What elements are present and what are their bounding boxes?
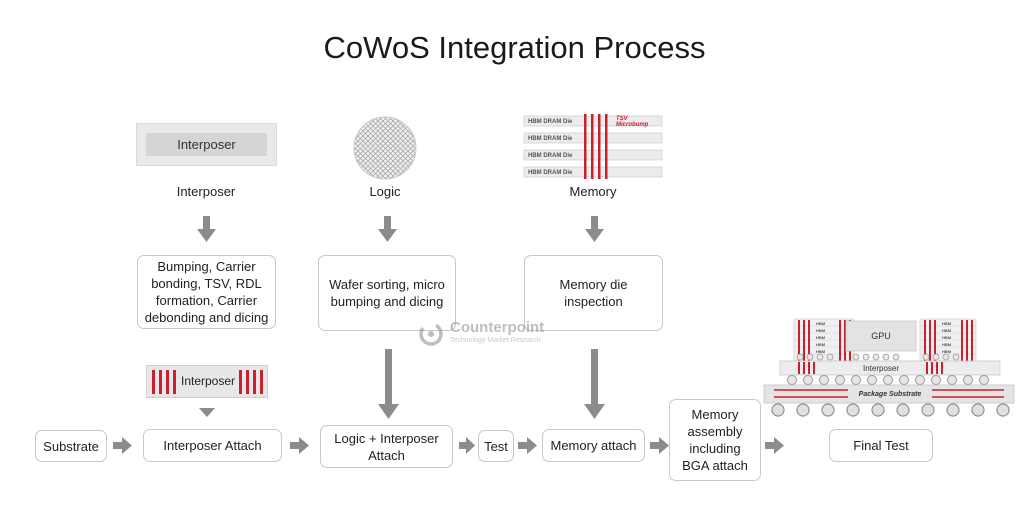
microbump-callout: Microbump bbox=[616, 122, 649, 128]
right-arrow-5 bbox=[650, 437, 669, 454]
svg-text:HBM: HBM bbox=[816, 349, 826, 354]
memory-attach-box: Memory attach bbox=[542, 429, 645, 462]
interposer-input-label: Interposer bbox=[176, 184, 236, 199]
right-arrow-6 bbox=[765, 437, 784, 454]
package-substrate: Package Substrate bbox=[763, 384, 1015, 404]
watermark-name: Counterpoint bbox=[450, 319, 545, 336]
micro-bumps bbox=[796, 353, 960, 361]
interposer-chip-inner: Interposer bbox=[146, 133, 267, 156]
substrate-box: Substrate bbox=[35, 430, 107, 462]
logic-input-label: Logic bbox=[369, 184, 401, 199]
svg-text:HBM DRAM Die: HBM DRAM Die bbox=[528, 119, 573, 125]
right-arrow-4 bbox=[518, 437, 537, 454]
long-arrow-logic bbox=[378, 349, 399, 419]
svg-text:HBM: HBM bbox=[942, 349, 952, 354]
down-arrow-memory bbox=[585, 216, 604, 242]
memory-process-text: Memory die inspection bbox=[559, 277, 628, 309]
logic-wafer-graphic bbox=[353, 116, 417, 180]
package-interposer: Interposer bbox=[779, 360, 1001, 376]
memory-assembly-box: Memory assembly including BGA attach bbox=[669, 399, 761, 481]
gpu-die: GPU bbox=[845, 320, 917, 352]
interposer-chip-text: Interposer bbox=[177, 137, 236, 152]
svg-text:HBM: HBM bbox=[942, 328, 952, 333]
final-test-box: Final Test bbox=[829, 429, 933, 462]
svg-text:HBM DRAM Die: HBM DRAM Die bbox=[528, 170, 573, 176]
down-arrow-interposer bbox=[197, 216, 216, 242]
package-graphic: HBM HBM HBM HBM HBM GPU HBM HBM HBM HBM … bbox=[763, 318, 1015, 417]
svg-text:HBM: HBM bbox=[816, 328, 826, 333]
bga-balls bbox=[771, 403, 1010, 417]
svg-text:GPU: GPU bbox=[871, 331, 891, 341]
interposer-attach-box: Interposer Attach bbox=[143, 429, 282, 462]
right-arrow-3 bbox=[459, 437, 475, 454]
hbm-stack-right: HBM HBM HBM HBM HBM bbox=[919, 318, 977, 362]
logic-interposer-attach-box: Logic + Interposer Attach bbox=[320, 425, 453, 468]
hbm-stack-left: HBM HBM HBM HBM HBM bbox=[793, 318, 855, 362]
svg-text:HBM DRAM Die: HBM DRAM Die bbox=[528, 153, 573, 159]
watermark-tagline: Technology Market Research bbox=[450, 337, 541, 344]
memory-stack-graphic: HBM DRAM Die HBM DRAM Die HBM DRAM Die H… bbox=[523, 114, 663, 179]
svg-text:HBM: HBM bbox=[942, 342, 952, 347]
test-box: Test bbox=[478, 430, 514, 462]
tsv-callout: TSV bbox=[616, 116, 629, 122]
svg-text:HBM: HBM bbox=[816, 342, 826, 347]
memory-process-box: Memory die inspection bbox=[524, 255, 663, 331]
interposer-down-triangle bbox=[199, 408, 215, 417]
interposer-tsv-text: Interposer bbox=[180, 374, 236, 388]
page-title: CoWoS Integration Process bbox=[323, 30, 706, 65]
long-arrow-memory bbox=[584, 349, 605, 419]
interposer-process-text: Bumping, Carrier bonding, TSV, RDL forma… bbox=[144, 259, 269, 325]
svg-text:HBM: HBM bbox=[816, 335, 826, 340]
interposer-process-box: Bumping, Carrier bonding, TSV, RDL forma… bbox=[137, 255, 276, 329]
svg-text:HBM DRAM Die: HBM DRAM Die bbox=[528, 136, 573, 142]
counterpoint-watermark: Counterpoint Technology Market Research bbox=[414, 318, 564, 352]
down-arrow-logic bbox=[378, 216, 397, 242]
c4-bumps bbox=[787, 375, 989, 385]
interposer-chip-graphic: Interposer bbox=[136, 123, 277, 166]
memory-input-label: Memory bbox=[569, 184, 617, 199]
svg-text:HBM: HBM bbox=[942, 335, 952, 340]
svg-text:HBM: HBM bbox=[816, 321, 826, 326]
right-arrow-2 bbox=[290, 437, 309, 454]
svg-text:Package Substrate: Package Substrate bbox=[859, 391, 922, 398]
counterpoint-logo-icon bbox=[419, 322, 443, 346]
tsv-columns bbox=[584, 114, 608, 179]
svg-text:Interposer: Interposer bbox=[863, 364, 899, 373]
right-arrow-1 bbox=[113, 437, 132, 454]
svg-text:HBM: HBM bbox=[942, 321, 952, 326]
logic-process-box: Wafer sorting, micro bumping and dicing bbox=[318, 255, 456, 331]
logic-process-text: Wafer sorting, micro bumping and dicing bbox=[329, 277, 445, 309]
interposer-tsv-graphic: Interposer bbox=[146, 365, 268, 398]
